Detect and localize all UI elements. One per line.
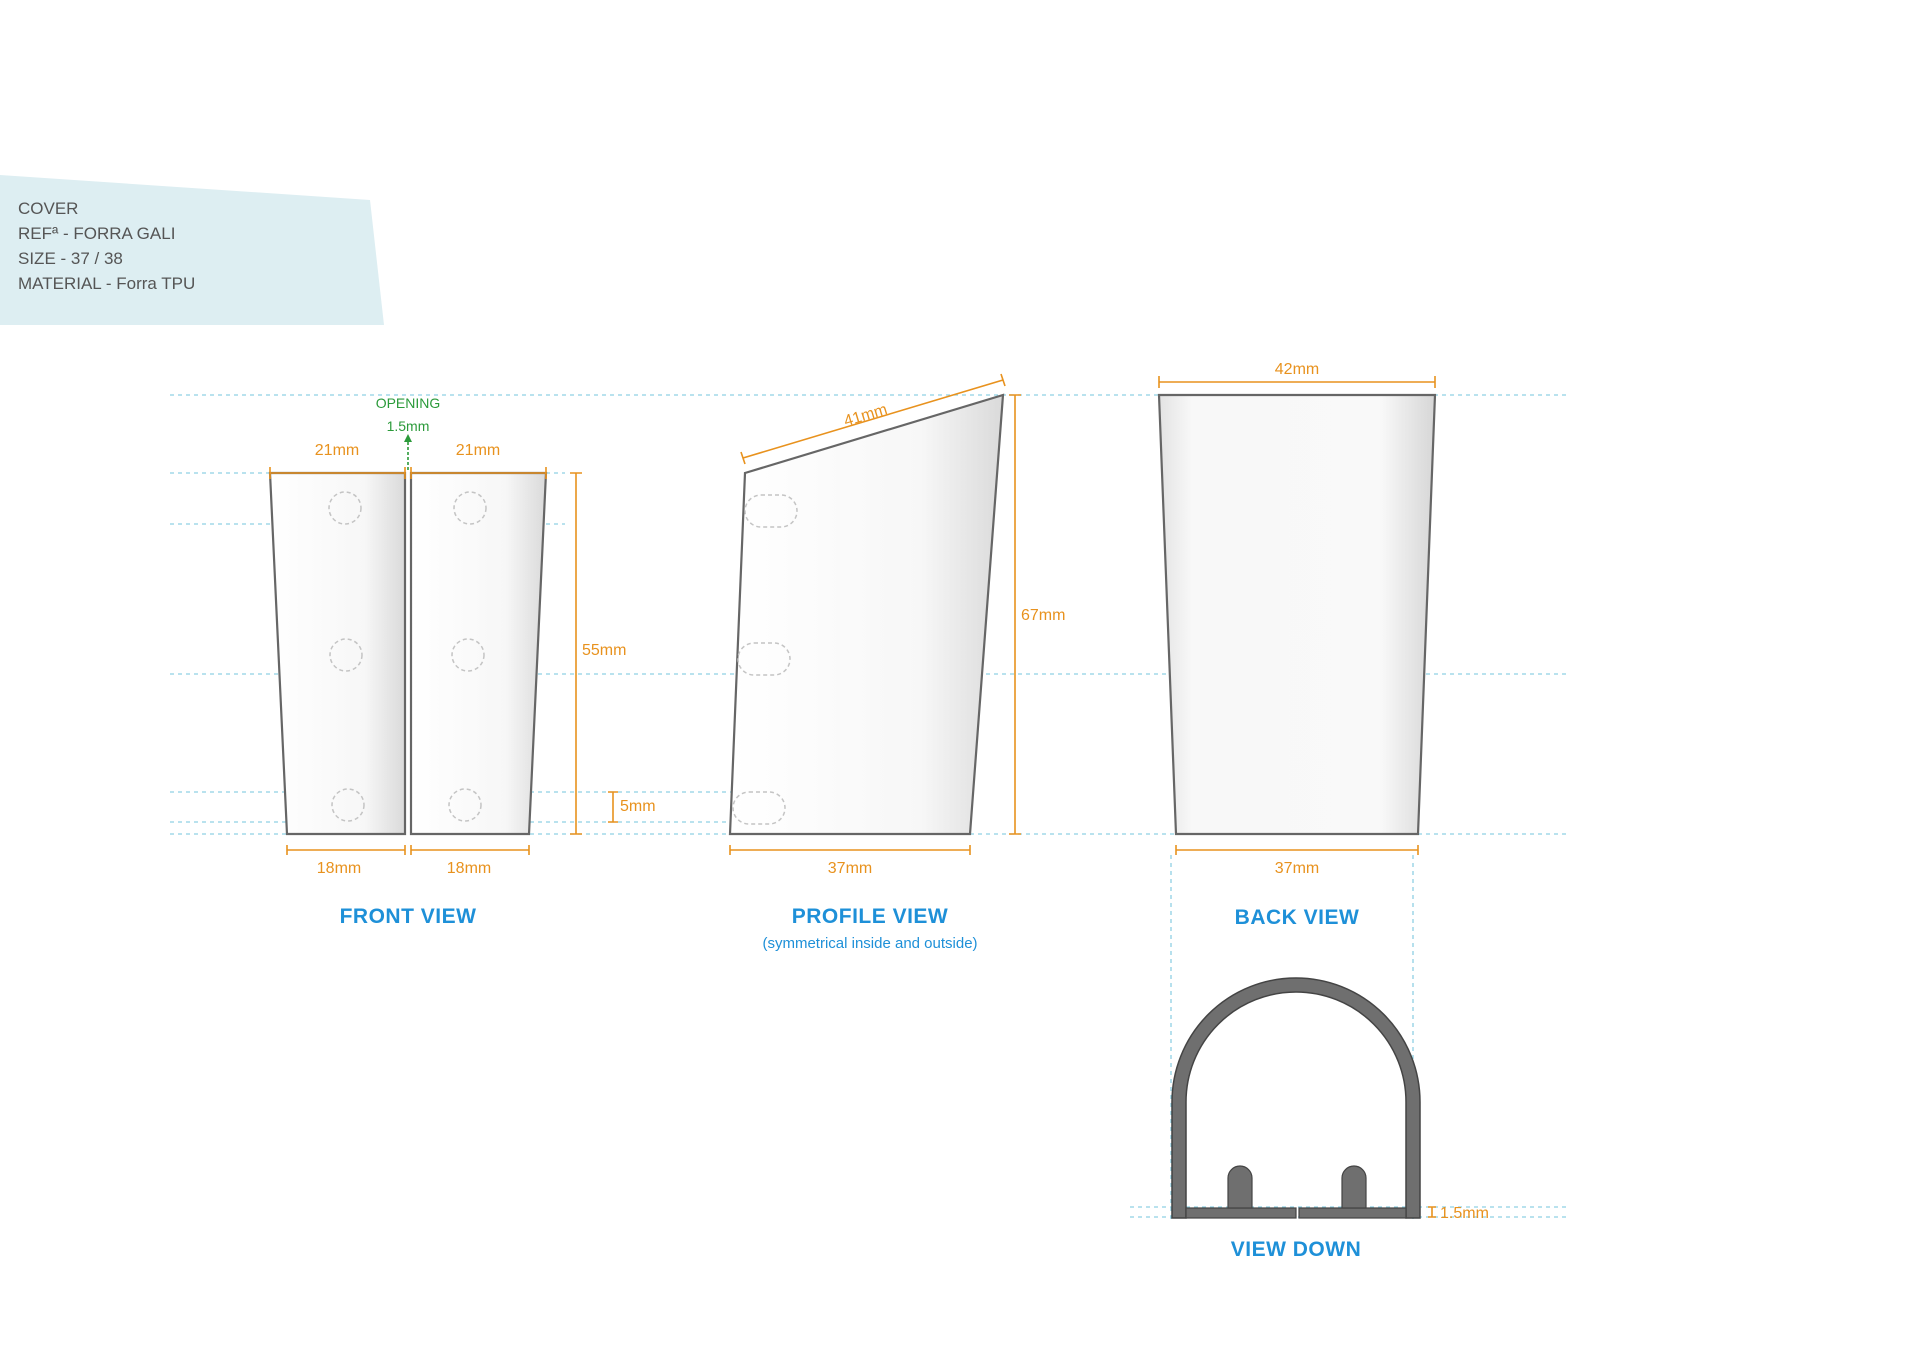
front-top-right-dimension: 21mm [456,442,500,459]
profile-view-shape [728,393,1005,836]
front-hole [329,638,363,672]
opening-label: OPENING [376,395,441,411]
view-down: 1.5mm VIEW DOWN [1171,977,1489,1261]
info-line-reference: REFª - FORRA GALI [18,224,175,243]
view-down-base-left [1185,1207,1297,1219]
front-hole [448,788,482,822]
view-down-title: VIEW DOWN [1231,1238,1362,1261]
view-down-left-tab [1227,1165,1253,1209]
profile-hole [732,791,786,825]
front-hole-offset-dimension: 5mm [620,798,656,815]
info-panel-background [0,175,384,325]
profile-top-edge-dimension: 41mm [842,401,889,430]
profile-bottom-dimension: 37mm [828,860,872,877]
profile-height-dimension: 67mm [1021,607,1065,624]
profile-height-dimension-line [1009,394,1021,835]
back-top-dimension-line [1158,376,1436,388]
back-view-shape [1157,393,1437,836]
back-view: 42mm 37mm BACK VIEW [1157,361,1437,929]
view-down-outer-shell [1171,977,1421,1219]
view-down-right-tab [1341,1165,1367,1209]
info-line-size: SIZE - 37 / 38 [18,249,123,268]
view-down-base-right [1298,1207,1407,1219]
front-view: OPENING 1.5mm 21mm 21mm 55mm 5mm 18mm 18… [268,395,656,928]
front-hole-offset-dimension-line [608,791,618,823]
front-bottom-right-dimension: 18mm [447,860,491,877]
front-top-left-dimension: 21mm [315,442,359,459]
info-panel: COVER REFª - FORRA GALI SIZE - 37 / 38 M… [0,175,384,325]
front-height-dimension-line [570,472,582,835]
profile-view: 41mm 67mm 37mm PROFILE VIEW (symmetrical… [728,373,1065,952]
front-view-right-panel [409,471,548,836]
profile-top-edge-dimension-line [740,373,1006,465]
front-hole [451,638,485,672]
profile-hole [744,494,798,528]
front-bottom-right-dimension-line [410,845,530,855]
profile-bottom-dimension-line [729,845,971,855]
view-down-thickness-dimension-line [1428,1206,1436,1218]
front-top-right-dimension-line [410,467,547,479]
front-top-left-dimension-line [269,467,406,479]
front-bottom-left-dimension: 18mm [317,860,361,877]
view-down-thickness-dimension: 1.5mm [1440,1205,1489,1222]
back-bottom-dimension-line [1175,845,1419,855]
back-top-dimension: 42mm [1275,361,1319,378]
front-view-left-panel [268,471,407,836]
front-height-dimension: 55mm [582,642,626,659]
front-hole [328,491,362,525]
back-bottom-dimension: 37mm [1275,860,1319,877]
profile-view-subtitle: (symmetrical inside and outside) [762,935,977,952]
front-view-title: FRONT VIEW [340,905,477,928]
front-hole [331,788,365,822]
front-bottom-left-dimension-line [286,845,406,855]
opening-value: 1.5mm [387,418,430,434]
info-line-material: MATERIAL - Forra TPU [18,274,195,293]
info-line-cover: COVER [18,199,78,218]
profile-hole [737,642,791,676]
back-view-title: BACK VIEW [1235,906,1360,929]
front-hole [453,491,487,525]
profile-view-title: PROFILE VIEW [792,905,949,928]
